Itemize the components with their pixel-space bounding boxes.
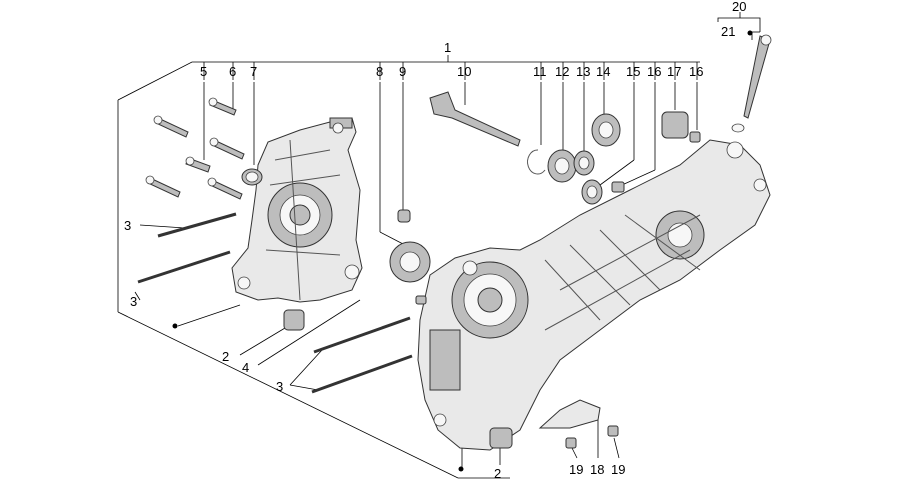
callout-1: 1 [444, 40, 451, 55]
callout-6: 6 [229, 64, 236, 79]
callout-5: 5 [200, 64, 207, 79]
callout-14: 14 [596, 64, 610, 79]
callout-15: 15 [626, 64, 640, 79]
callout-9: 9 [399, 64, 406, 79]
fasteners [137, 34, 772, 449]
callout-8: 8 [376, 64, 383, 79]
callout-17: 17 [667, 64, 681, 79]
leader-lines [117, 12, 761, 479]
callout-16-a: 16 [647, 64, 661, 79]
callout-12: 12 [555, 64, 569, 79]
callout-labels: 1 2 2 3 3 3 4 5 6 7 8 9 10 11 12 13 14 1… [124, 0, 746, 481]
callout-18: 18 [590, 462, 604, 477]
callout-3-upper: 3 [124, 218, 131, 233]
callout-10: 10 [457, 64, 471, 79]
callout-13: 13 [576, 64, 590, 79]
callout-2-left: 2 [222, 349, 229, 364]
callout-19-a: 19 [569, 462, 583, 477]
reference-dots [172, 30, 753, 472]
callout-11: 11 [533, 64, 547, 79]
callout-4: 4 [242, 360, 249, 375]
callout-3-middle: 3 [276, 379, 283, 394]
callout-16-b: 16 [689, 64, 703, 79]
callout-2-right: 2 [494, 466, 501, 481]
right-crankcase-half [417, 139, 771, 451]
callout-3-lower: 3 [130, 294, 137, 309]
callout-21: 21 [721, 24, 735, 39]
callout-7: 7 [250, 64, 257, 79]
callout-19-b: 19 [611, 462, 625, 477]
left-crankcase-half [231, 117, 363, 303]
callout-20: 20 [732, 0, 746, 14]
